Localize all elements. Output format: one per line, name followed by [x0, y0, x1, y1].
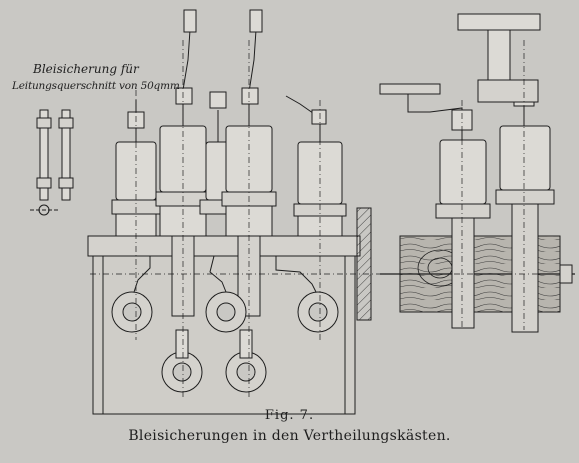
fuse-detail-sketch	[30, 109, 74, 216]
terminal-ring	[111, 291, 153, 333]
terminal-ring	[205, 291, 247, 333]
connector-wire	[209, 255, 227, 293]
fuse-holder	[457, 13, 555, 333]
figure-caption: Bleisicherungen in den Vertheilungskäste…	[128, 428, 451, 444]
centre-lines	[90, 40, 560, 400]
fuse-holder	[285, 95, 347, 237]
annotation-line-1: Bleisicherung für	[33, 62, 139, 76]
annotation-line-2: Leitungsquerschnitt von 50qmm	[12, 80, 180, 92]
terminal-ring	[225, 329, 267, 393]
terminal-ring	[297, 291, 339, 333]
distribution-box-top	[87, 235, 361, 257]
terminal-ring	[161, 329, 203, 393]
hatched-wall	[356, 207, 372, 321]
bolt-nut	[559, 264, 573, 284]
figure-label: Fig. 7.	[264, 408, 315, 423]
connector-wire	[275, 256, 317, 293]
fuse-holder	[379, 83, 491, 329]
